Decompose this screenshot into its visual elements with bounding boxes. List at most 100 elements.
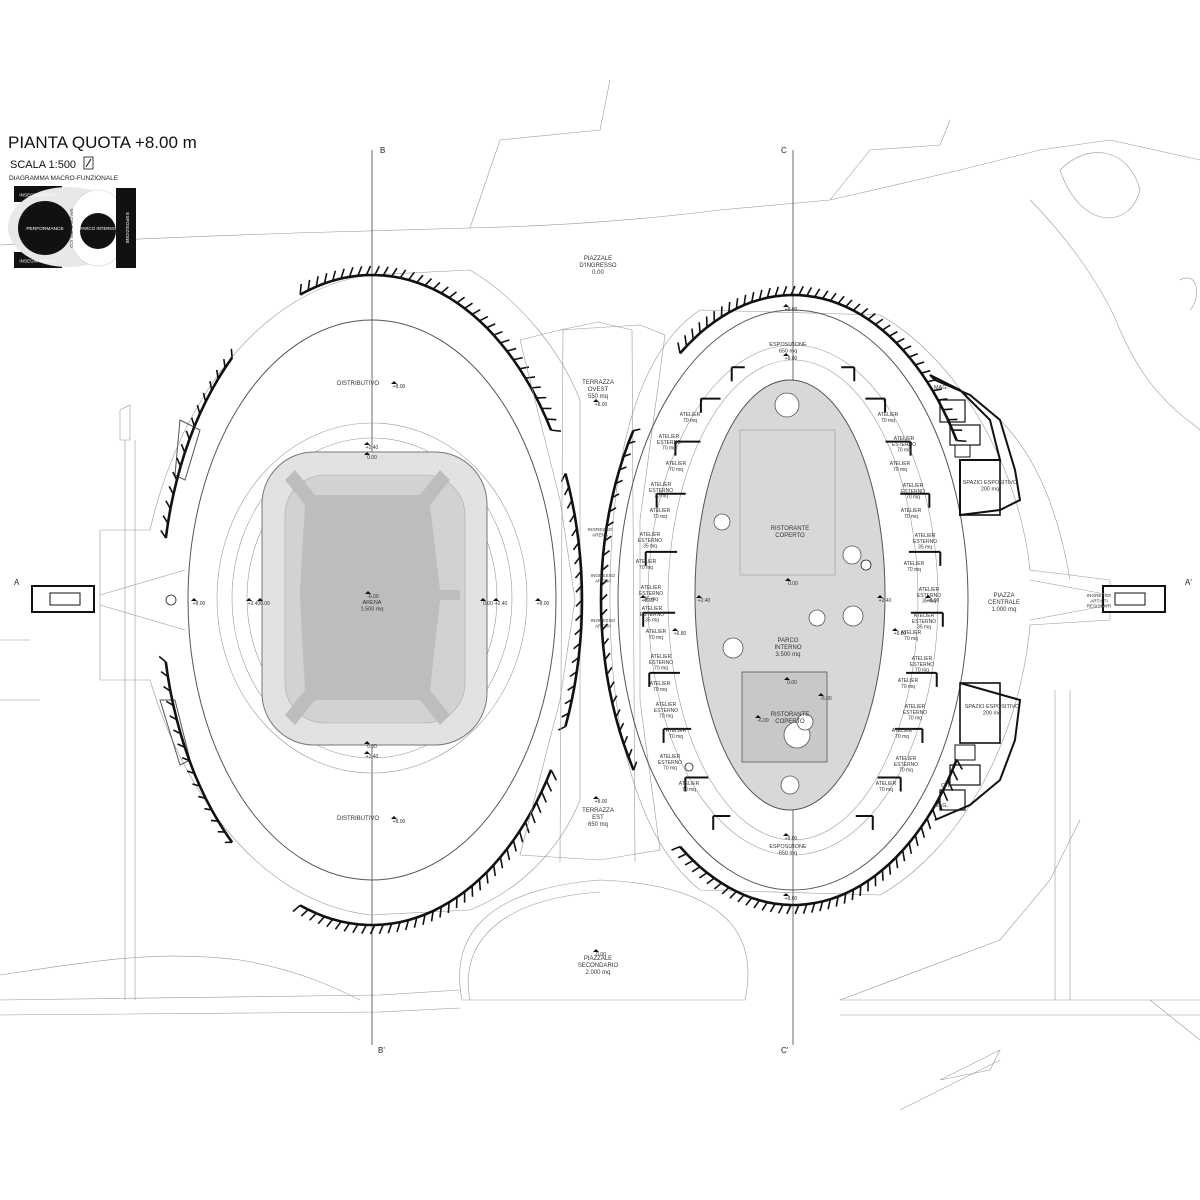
arena-facade-bottom-fin [499, 856, 504, 869]
elevation-icon [593, 399, 599, 402]
parco-facade-bottom-fin [677, 853, 687, 859]
parco-facade-top-fin [932, 388, 943, 392]
arena-facade-left-bottom-fin [172, 471, 178, 481]
parco-facade-top-fin [882, 324, 891, 331]
arena-facade-bottom-fin [317, 916, 326, 925]
arena-facade-left-top-fin [198, 795, 206, 799]
elevation-icon [365, 591, 371, 594]
elev-arena-bottom-2: +2.40 [366, 754, 379, 760]
elevation-icon [493, 598, 499, 601]
parco-facade-left-fin [604, 535, 612, 542]
arena-facade-left-bottom-fin [162, 515, 169, 524]
arena-facade-right-fin [571, 527, 578, 537]
arena-facade-top-fin [456, 296, 466, 304]
parco-facade-top-fin [677, 342, 681, 354]
arena-facade-top-fin [424, 278, 433, 287]
arena-facade-top-fin [348, 267, 354, 278]
arena-facade-left-bottom-fin [180, 443, 186, 454]
parco-facade-top-fin [790, 285, 796, 296]
arena-facade-right-fin [574, 556, 581, 565]
arena-facade-bottom-fin [506, 848, 511, 861]
parco-facade-bottom-fin [777, 904, 784, 914]
arena-facade-bottom-fin [369, 924, 376, 935]
arena-building [31, 269, 581, 916]
parco-facade-bottom-fin [931, 809, 938, 821]
parco-facade-bottom-fin [706, 877, 715, 885]
elevation-icon [783, 353, 789, 356]
arena-facade-left-bottom-fin [185, 430, 191, 440]
arena-facade-top-fin [513, 356, 523, 361]
page-title: PIANTA QUOTA +8.00 m [8, 133, 197, 152]
parco-facade-left-fin [602, 549, 611, 557]
parco-facade-left-fin [623, 453, 631, 458]
elevation-icon [246, 598, 252, 601]
site-context [0, 79, 1200, 1111]
elevation-icon [925, 595, 931, 598]
parco-facade-top-fin [937, 398, 948, 401]
arena-facade-left-top-fin [186, 770, 195, 775]
section-c-bottom-label: C' [781, 1046, 789, 1055]
arena-facade-left-bottom [164, 356, 234, 539]
parco-facade-top-fin [874, 318, 884, 326]
elevation-icon [480, 598, 486, 601]
arena-facade-right-fin [564, 698, 573, 705]
parco-facade-left-fin [600, 608, 608, 617]
parco-facade-left-fin [602, 637, 610, 646]
arena-facade-bottom-fin [512, 840, 517, 852]
parco-facade-top-fin [921, 369, 931, 374]
arena-facade-bottom-fin [545, 780, 553, 792]
level-markers [165, 559, 872, 772]
arena-facade-left-bottom-fin [165, 500, 172, 510]
arena-facade-left-top-fin [163, 685, 171, 692]
arena-facade-top-fin [464, 302, 473, 309]
parco-facade-left-fin [623, 735, 629, 745]
parco-facade-bottom-fin [901, 850, 906, 862]
arena-facade-right-fin [569, 670, 578, 678]
parco-facade-left-fin [608, 507, 617, 513]
arena-facade-top-fin [299, 283, 302, 295]
arena-facade-right-fin [563, 486, 570, 496]
elev-arena-top-2: 0.00 [367, 455, 377, 461]
parco-facade-left-fin [606, 666, 613, 676]
elevation-icon [391, 381, 397, 384]
parco-facade [599, 285, 967, 915]
parco-facade-left-fin [633, 428, 641, 432]
terrace-band [519, 321, 666, 863]
parco-facade-bottom-fin [920, 826, 926, 838]
elev-parco-west-outer: +8.00 [642, 598, 655, 604]
arena-facade-top-fin [340, 268, 345, 279]
parco-facade-left-fin [600, 579, 608, 587]
diagram-title: DIAGRAMMA MACRO-FUNZIONALE [9, 175, 119, 182]
section-c-top-label: C [781, 146, 787, 155]
elev-parco-interno: 0.00 [787, 680, 797, 686]
arena-facade-bottom-fin [550, 769, 558, 781]
elev-parco-east-low: +6.80 [894, 631, 907, 637]
parco-facade-top-fin [902, 345, 912, 351]
arena-facade-right-fin [575, 613, 583, 622]
parco-facade-left-fin [615, 709, 621, 718]
elevation-icon [892, 628, 898, 631]
elev-parco-bottom: +8.00 [785, 896, 798, 902]
parco-facade-left-fin [611, 493, 620, 499]
elev-arena-bottom-1: 0.00 [367, 744, 377, 750]
arena-facade-bottom-fin [430, 910, 434, 922]
arena-facade-left-bottom-fin [176, 457, 182, 467]
arena-facade-right-fin [573, 642, 581, 650]
parco-facade-bottom-fin [827, 899, 832, 910]
arena-facade-bottom-fin [422, 914, 426, 925]
arena-facade-top [299, 273, 553, 431]
label-mag-1: MAG. [934, 385, 949, 391]
